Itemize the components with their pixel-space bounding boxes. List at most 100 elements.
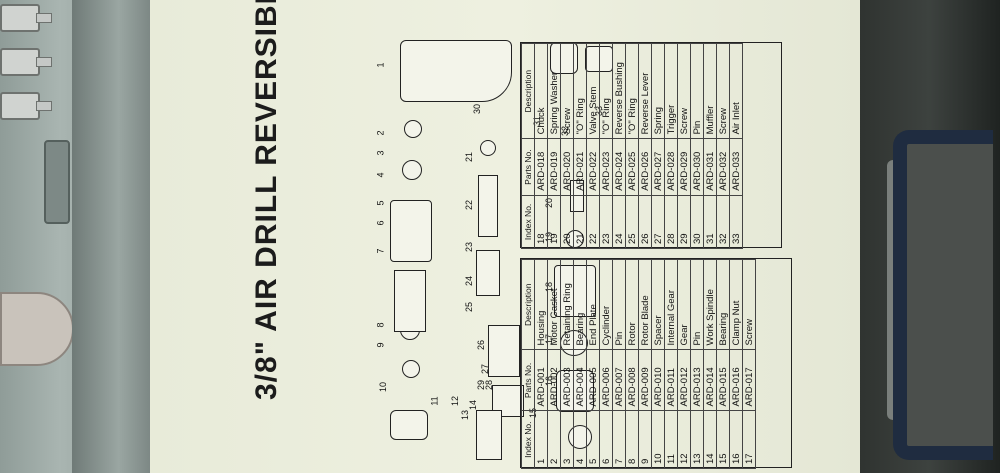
part-number-cell: ARD-006 [599,349,613,411]
part-number-cell: ARD-005 [586,349,600,411]
part-number-cell: ARD-021 [573,138,587,196]
drill-bit [0,92,52,120]
index-cell: 33 [729,195,743,249]
document-title: 3/8" AIR DRILL REVERSIBLE [250,0,283,400]
index-cell: 3 [560,410,574,469]
part-number-cell: ARD-004 [573,349,587,411]
callout-12: 12 [450,395,461,407]
reverse-bushing-part [476,250,500,296]
o-ring-part [480,140,496,156]
index-cell: 8 [625,410,639,469]
clamp-nut-part [556,370,594,412]
reverse-lever-part [488,325,520,377]
index-cell: 30 [690,195,704,249]
callout-10: 10 [378,381,389,393]
part-number-cell: ARD-001 [534,349,548,411]
index-cell: 7 [612,410,626,469]
part-number-cell: ARD-008 [625,349,639,411]
description-cell: Bearing [716,259,730,350]
part-number-cell: ARD-017 [742,349,756,411]
parts-sheet: 3/8" AIR DRILL REVERSIBLE 1 2 3 4 [150,0,860,473]
description-cell: Pin [690,43,704,139]
index-cell: 22 [586,195,600,249]
index-cell: 31 [703,195,717,249]
description-cell: "O" Ring [573,43,587,139]
description-cell: Rotor Blade [638,259,652,350]
index-cell: 6 [599,410,613,469]
index-cell: 23 [599,195,613,249]
drill-bit [0,48,52,76]
case-clip [44,140,70,224]
description-cell: Air Inlet [729,43,743,139]
index-cell: 24 [612,195,626,249]
description-cell: End Plate [586,259,600,350]
muffler-part [550,42,578,74]
callout-5: 5 [375,200,386,206]
description-cell: Screw [560,43,574,139]
callout-1: 1 [375,62,386,68]
screw-part [570,180,584,212]
description-cell: Muffler [703,43,717,139]
part-number-cell: ARD-018 [534,138,548,196]
valve-stem-part [478,175,498,237]
index-cell: 13 [690,410,704,469]
work-spindle-part [476,410,502,460]
index-cell: 10 [651,410,665,469]
part-number-cell: ARD-003 [560,349,574,411]
bearing-part-15 [568,425,592,449]
index-cell: 1 [534,410,548,469]
part-number-cell: ARD-010 [651,349,665,411]
description-cell: Spacer [651,259,665,350]
part-number-cell: ARD-016 [729,349,743,411]
part-number-cell: ARD-019 [547,138,561,196]
description-cell: Spring Washer [547,43,561,139]
case-handle [893,130,993,460]
part-number-cell: ARD-012 [677,349,691,411]
callout-30: 30 [472,103,483,115]
part-number-cell: ARD-029 [677,138,691,196]
part-number-cell: ARD-028 [664,138,678,196]
index-cell: 11 [664,410,678,469]
description-cell: Rotor [625,259,639,350]
part-number-cell: ARD-014 [703,349,717,411]
description-cell: Screw [742,259,756,350]
callout-8: 8 [375,322,386,328]
index-cell: 27 [651,195,665,249]
column-header: Description [521,259,535,350]
callout-14: 14 [468,399,479,411]
index-cell: 29 [677,195,691,249]
callout-2: 2 [375,130,386,136]
retaining-ring-part [404,120,422,138]
part-number-cell: ARD-013 [690,349,704,411]
description-cell: Trigger [664,43,678,139]
index-cell: 16 [729,410,743,469]
callout-3: 3 [375,150,386,156]
trigger-part [492,385,524,417]
description-cell: Housing [534,259,548,350]
callout-7: 7 [375,248,386,254]
description-cell: Pin [612,259,626,350]
description-cell: Clamp Nut [729,259,743,350]
part-number-cell: ARD-026 [638,138,652,196]
screw-part-17 [560,330,588,356]
callout-4: 4 [375,172,386,178]
part-number-cell: ARD-033 [729,138,743,196]
